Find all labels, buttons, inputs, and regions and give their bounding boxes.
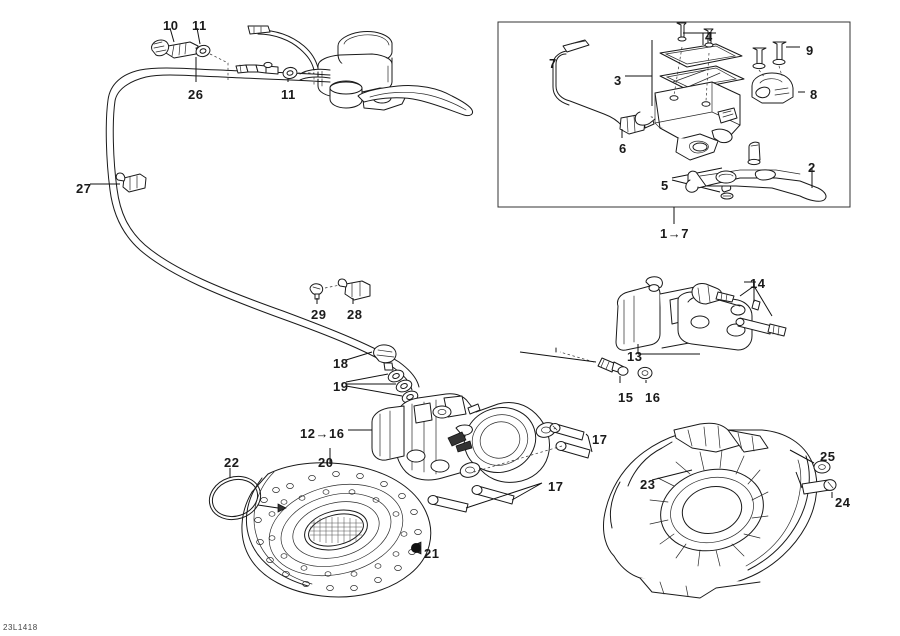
callout-6: 6 — [619, 141, 627, 156]
callout-10: 10 — [163, 18, 179, 33]
callout-3: 3 — [614, 73, 622, 88]
callout-15: 15 — [618, 390, 634, 405]
callout-2: 2 — [808, 160, 816, 175]
inset-box-frame — [497, 21, 851, 224]
callout-26: 26 — [188, 87, 204, 102]
part-17-caliper-bolts — [427, 423, 593, 513]
callout-5: 5 — [661, 178, 669, 193]
callout-28: 28 — [347, 307, 363, 322]
part-20-brake-disc — [241, 448, 432, 598]
part-5-lever-pivot — [671, 141, 761, 200]
callout-27: 27 — [76, 181, 92, 196]
callout-19: 19 — [333, 379, 349, 394]
part-15-16-bleeder — [519, 347, 653, 383]
part-26-brake-hose — [105, 57, 420, 391]
part-23-disc-guard — [603, 422, 818, 599]
part-13-brake-pad-set — [615, 276, 753, 355]
part-3-reservoir-cover-kit — [625, 22, 745, 161]
part-25-guard-washer — [789, 449, 831, 474]
callout-8: 8 — [810, 87, 818, 102]
hose-fittings — [235, 61, 279, 75]
callout-17-upper: 17 — [592, 432, 608, 447]
callout-11-upper: 11 — [192, 18, 207, 33]
callout-4: 4 — [705, 29, 713, 44]
callout-11-lower: 11 — [281, 87, 296, 102]
part-2-brake-lever — [685, 168, 827, 202]
callout-9: 9 — [806, 43, 814, 58]
callout-22: 22 — [224, 455, 240, 470]
callout-23: 23 — [640, 477, 656, 492]
callout-7: 7 — [549, 56, 557, 71]
drawing-code: 23L1418 — [3, 623, 38, 632]
part-22-o-ring — [208, 468, 287, 521]
part-7-switch-wire — [552, 39, 623, 127]
callout-24: 24 — [835, 495, 851, 510]
callout-20: 20 — [318, 455, 334, 470]
part-11-sealing-washers — [195, 27, 315, 86]
callout-17-lower: 17 — [548, 479, 564, 494]
part-29-screw — [309, 283, 341, 304]
callout-29: 29 — [311, 307, 327, 322]
callout-18: 18 — [333, 356, 349, 371]
part-9-clamp-bolts — [752, 41, 800, 79]
inset-range-label: 1→7 — [660, 226, 689, 241]
callout-14: 14 — [750, 276, 766, 291]
part-27-hose-clamp — [90, 172, 147, 193]
callout-13: 13 — [627, 349, 643, 364]
part-28-hose-bracket — [337, 278, 371, 304]
callout-21: 21 — [424, 546, 440, 561]
part-24-guard-screw — [795, 471, 837, 498]
callout-16: 16 — [645, 390, 661, 405]
part-8-handlebar-clamp — [751, 72, 805, 104]
master-cylinder-assembly — [247, 25, 473, 117]
part-12-16-caliper-assembly — [345, 344, 557, 483]
part-21-disc-marker — [411, 541, 422, 555]
callout-25: 25 — [820, 449, 836, 464]
callout-12-to-16: 12→16 — [300, 426, 345, 441]
part-14-pad-pin — [691, 281, 787, 337]
